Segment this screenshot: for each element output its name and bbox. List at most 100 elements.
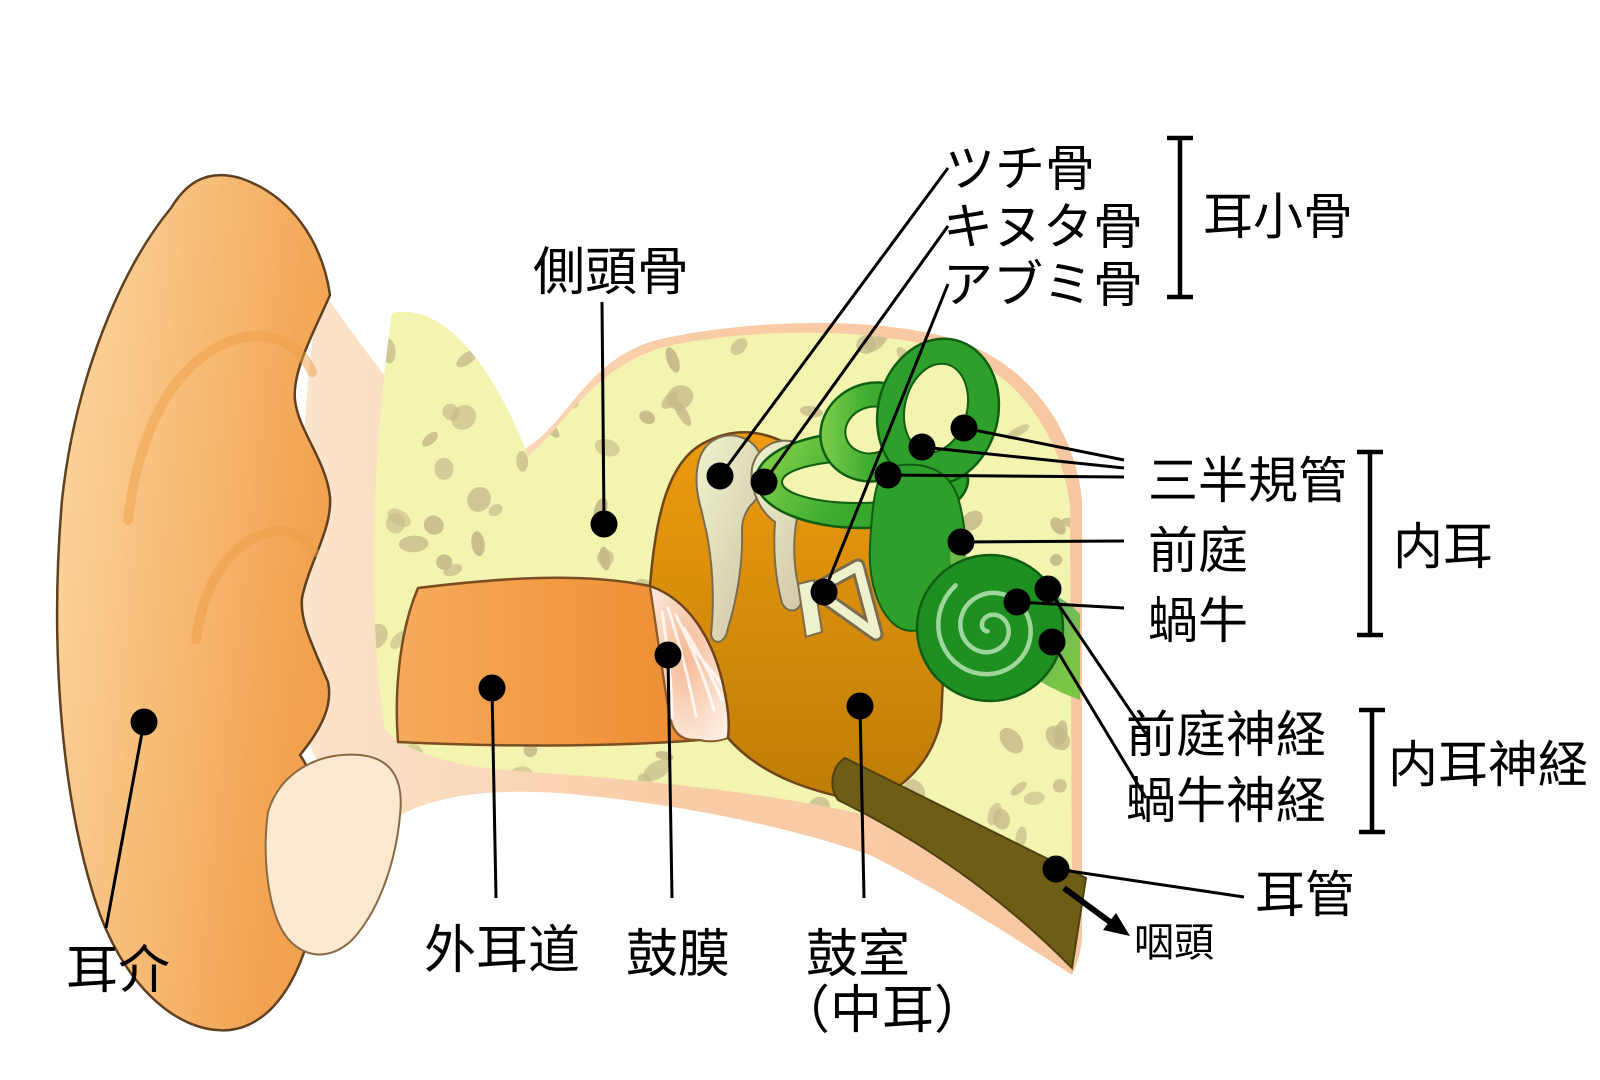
leader-temporal-bone (600, 301, 606, 523)
bone-speckle (961, 510, 983, 531)
leader-eustachian-tube (1055, 867, 1245, 899)
bone-speckle (599, 546, 611, 571)
leader-vestibule (960, 539, 1125, 544)
leader-vestibular-nerve (1046, 588, 1148, 735)
bone-speckle (1006, 424, 1030, 440)
bone-speckle (543, 845, 565, 874)
bone-speckle (488, 504, 503, 517)
leader-semicircular-3 (887, 473, 1125, 479)
label-tympanic-cavity-sub: （中耳） (778, 981, 986, 1041)
label-eustachian-tube: 耳管 (1255, 866, 1355, 924)
auricle-ridges (123, 330, 319, 645)
concha-shape (264, 753, 402, 956)
marker-dot (590, 510, 618, 538)
bone-speckle (442, 823, 462, 847)
label-inner-ear-group: 内耳 (1393, 518, 1493, 576)
bone-speckle (471, 531, 485, 557)
label-vestibular-nerve: 前庭神経 (1126, 706, 1326, 764)
bone-speckle (434, 457, 454, 480)
bone-speckle (593, 869, 609, 882)
marker-dot (130, 708, 158, 736)
bone-speckle (1045, 725, 1070, 751)
bone-speckle (665, 347, 680, 373)
marker-dot (947, 528, 975, 556)
label-semicircular-canals: 三半規管 (1148, 452, 1348, 510)
label-tympanic-cavity: 鼓室 (806, 925, 910, 985)
leader-cochlea (1016, 600, 1125, 610)
bone-speckle (533, 369, 548, 391)
marker-dot (1042, 855, 1070, 883)
cochlea-shape (915, 553, 1065, 703)
bracket-inner-ear (1357, 449, 1383, 638)
label-cochlea: 蝸牛 (1148, 592, 1248, 650)
group-brackets (1167, 135, 1385, 835)
bone-speckle (1015, 826, 1027, 848)
label-ear-canal: 外耳道 (424, 921, 580, 981)
bone-speckle (1030, 371, 1043, 382)
marker-dot (908, 433, 936, 461)
bone-speckle (1010, 781, 1027, 796)
bone-speckle (1012, 336, 1030, 353)
marker-dot (810, 578, 838, 606)
label-eardrum: 鼓膜 (626, 925, 730, 985)
bone-speckle (594, 438, 620, 457)
bone-speckle (661, 391, 679, 410)
marker-dot (654, 641, 682, 669)
leader-ear-canal (490, 687, 498, 899)
marker-dot (874, 461, 902, 489)
label-malleus: ツチ骨 (945, 140, 1095, 198)
marker-dots (130, 414, 1070, 883)
leader-semicircular-1 (963, 426, 1125, 462)
labels: 側頭骨 ツチ骨 キヌタ骨 アブミ骨 耳小骨 三半規管 前庭 蝸牛 内耳 前庭神経… (66, 140, 1588, 1041)
bone-speckle (1052, 778, 1067, 793)
bone-speckle (534, 798, 552, 816)
illustration (55, 173, 1088, 1032)
leader-semicircular-2 (921, 445, 1125, 470)
bone-speckle (436, 554, 453, 570)
label-vestibule: 前庭 (1148, 522, 1248, 580)
bone-speckle (524, 411, 541, 426)
marker-dot (1034, 575, 1062, 603)
label-cochlear-nerve: 蝸牛神経 (1126, 772, 1326, 830)
leader-malleus (718, 167, 950, 477)
bone-speckle (651, 852, 667, 875)
bone-speckle (835, 851, 857, 870)
label-incus: キヌタ骨 (943, 198, 1143, 256)
marker-dot (1038, 628, 1066, 656)
bone-speckle (504, 850, 520, 866)
leader-lines (104, 167, 1245, 936)
bone-speckle (639, 410, 656, 425)
bone-speckle (516, 450, 529, 472)
bracket-inner-ear-nerve (1359, 707, 1385, 835)
bone-speckle (398, 535, 429, 553)
bone-speckle (633, 828, 646, 851)
bracket-ossicles (1167, 135, 1193, 300)
eustachian-tube-shape (831, 756, 1088, 971)
stapes-arch-inner (809, 561, 881, 639)
bone-speckle (730, 338, 748, 356)
label-stapes: アブミ骨 (943, 256, 1143, 314)
bone-speckle (423, 515, 444, 535)
leader-cochlear-nerve (1050, 641, 1148, 799)
marker-dot (750, 468, 778, 496)
bone-speckle (1023, 791, 1045, 805)
leader-auricle (104, 721, 146, 929)
bone-speckle (442, 403, 460, 421)
marker-dot (706, 462, 734, 490)
marker-dot (1003, 588, 1031, 616)
bone-speckle (534, 812, 556, 828)
label-temporal-bone: 側頭骨 (533, 243, 689, 303)
pharynx-arrow-line (1062, 885, 1112, 925)
bone-speckle (992, 808, 1011, 830)
cochlea-spiral (936, 583, 1033, 677)
bone-speckle (440, 839, 454, 853)
bone-speckle (456, 350, 478, 368)
leader-stapes (822, 283, 950, 593)
bone-speckle (1050, 554, 1063, 566)
bone-speckle (585, 825, 613, 841)
label-auricle: 耳介 (66, 941, 170, 1001)
bone-speckle (643, 759, 671, 781)
leader-tympanic-cavity (858, 705, 866, 899)
leader-incus (762, 225, 950, 483)
